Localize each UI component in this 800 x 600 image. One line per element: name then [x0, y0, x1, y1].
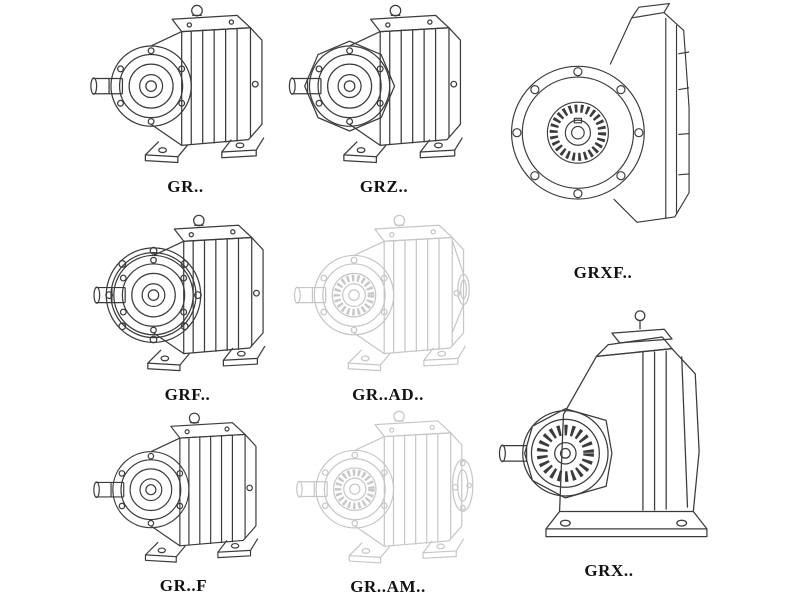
gearbox-figure-grf: GRF.. [90, 212, 285, 405]
grxf-gearbox-illustration [492, 0, 714, 260]
gearbox-label-grxf: GRXF.. [573, 263, 633, 282]
gearbox-label-grf-foot: GR..F [159, 576, 208, 595]
gr-gearbox-illustration [88, 2, 283, 174]
gearbox-label-grf: GRF.. [164, 385, 211, 404]
gearbox-label-grz: GRZ.. [359, 177, 409, 196]
grz-gearbox-illustration [288, 2, 480, 174]
grx-gearbox-illustration [494, 306, 724, 558]
gearbox-figure-grad: GR..AD.. [288, 212, 488, 405]
gearbox-figure-grz: GRZ.. [288, 2, 480, 197]
gearbox-figure-gram: GR..AM.. [288, 408, 488, 597]
gr-ad-gearbox-illustration [288, 212, 488, 382]
gearbox-label-gr: GR.. [167, 177, 204, 196]
grf-gearbox-illustration [90, 212, 285, 382]
gearbox-figure-grf-foot: GR..F [86, 410, 281, 596]
gr-f-gearbox-illustration [86, 410, 281, 573]
gearbox-figure-gr: GR.. [88, 2, 283, 197]
gearbox-figure-grx: GRX.. [494, 306, 724, 581]
gearbox-label-gram: GR..AM.. [350, 577, 426, 596]
gearbox-label-grad: GR..AD.. [352, 385, 424, 404]
gearbox-figure-grxf: GRXF.. [492, 0, 714, 283]
gr-am-gearbox-illustration [288, 408, 488, 574]
gearbox-label-grx: GRX.. [584, 561, 634, 580]
